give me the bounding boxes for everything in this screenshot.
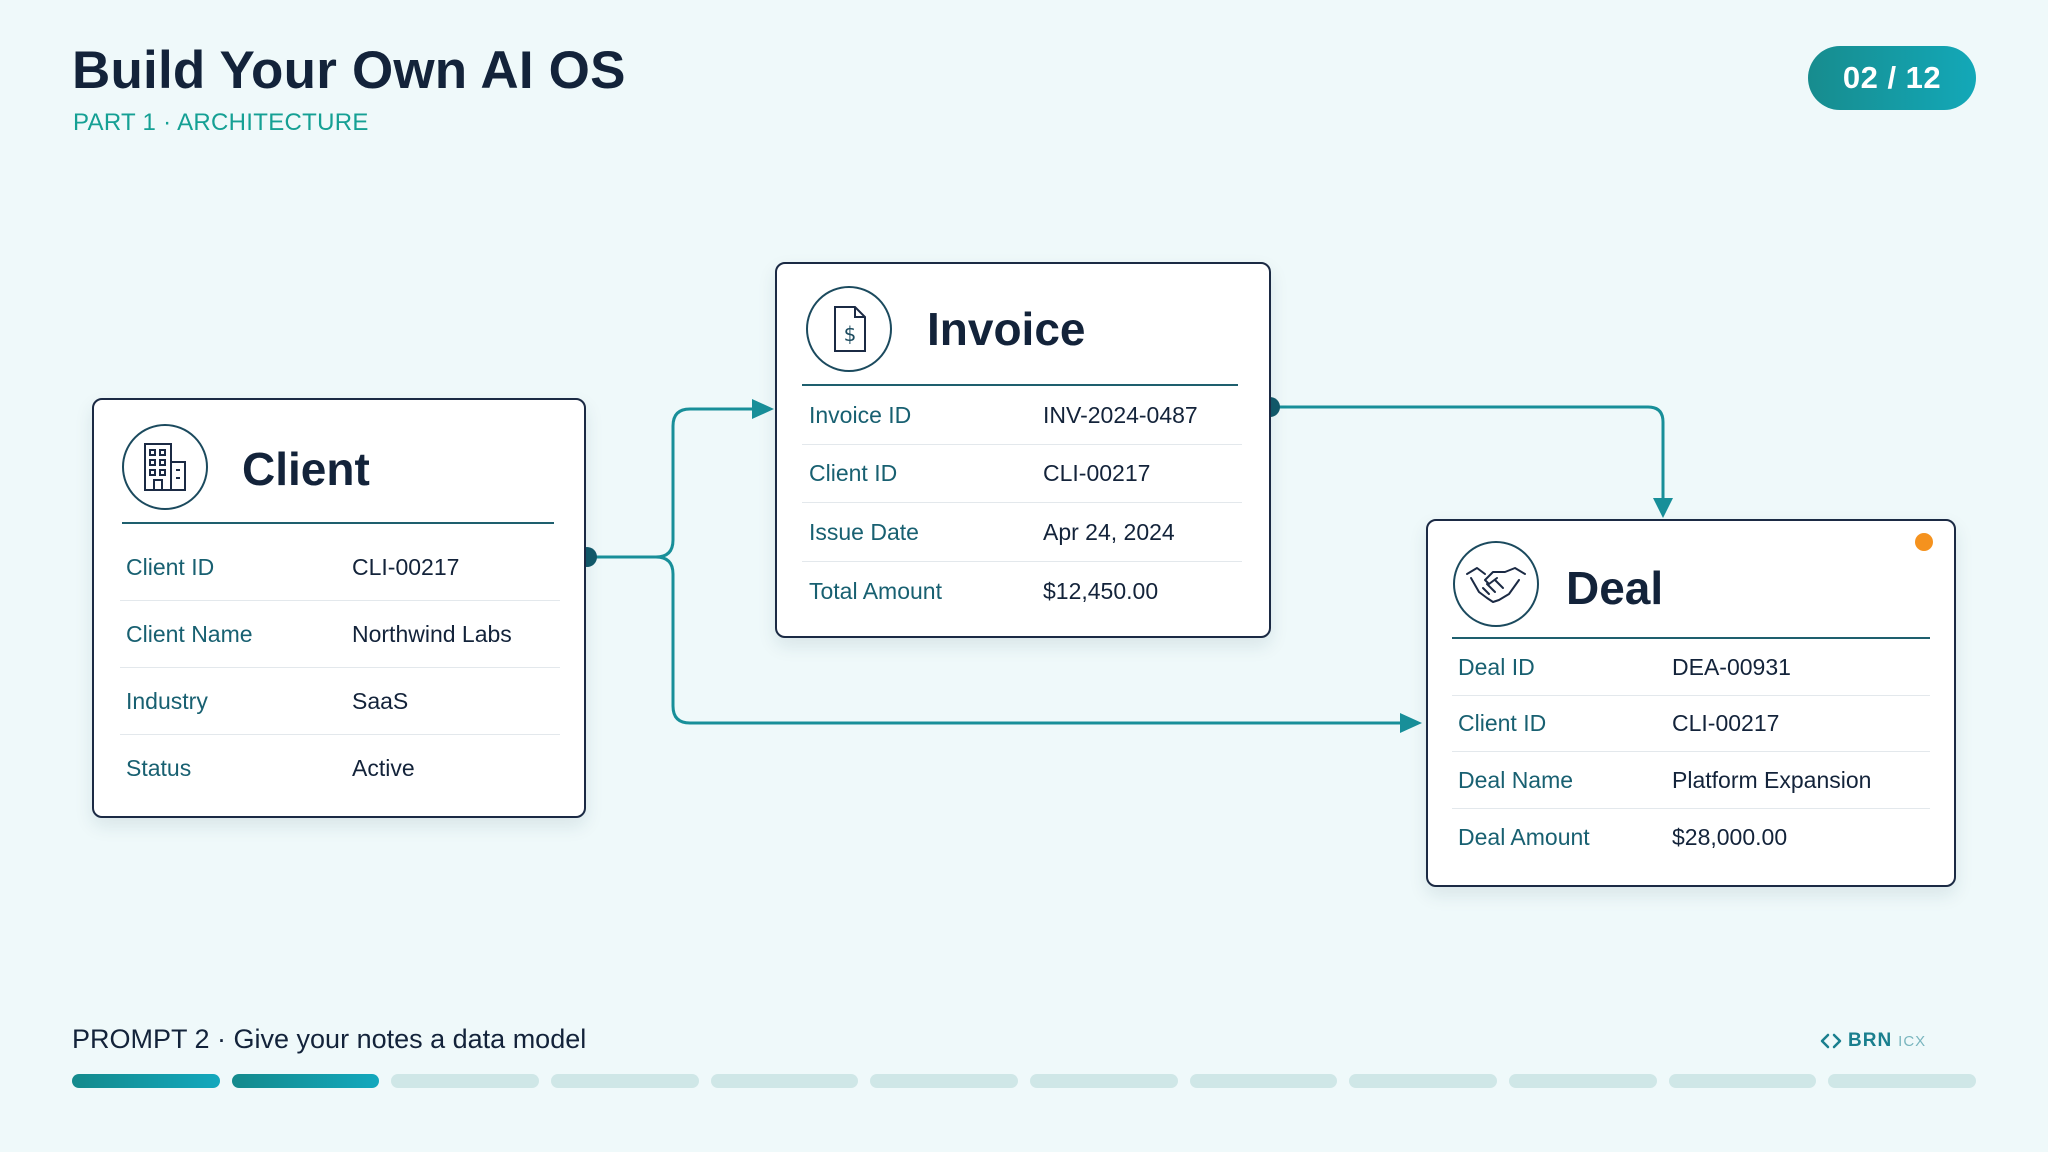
page-title: Build Your Own AI OS bbox=[72, 41, 626, 100]
row-value: Northwind Labs bbox=[352, 620, 512, 647]
progress-segment bbox=[72, 1074, 220, 1088]
row-label: Client ID bbox=[1458, 710, 1547, 736]
building-icon bbox=[122, 424, 208, 510]
row-label: Industry bbox=[126, 687, 208, 714]
row-value: $28,000.00 bbox=[1672, 823, 1788, 850]
row-label: Status bbox=[126, 754, 192, 781]
progress-segment bbox=[1668, 1074, 1817, 1088]
invoice-card-divider bbox=[802, 384, 1238, 386]
page-indicator-badge: 02 / 12 bbox=[1808, 46, 1976, 110]
progress-segment bbox=[1828, 1074, 1977, 1088]
progress-segment bbox=[1509, 1074, 1657, 1088]
page-subtitle: PART 1 · ARCHITECTURE bbox=[73, 109, 369, 136]
row-label: Invoice ID bbox=[809, 401, 912, 428]
row-value: CLI-00217 bbox=[352, 553, 460, 580]
invoice-dollar-icon: $ bbox=[806, 286, 892, 372]
row-value: $12,450.00 bbox=[1043, 577, 1159, 604]
row-value: SaaS bbox=[352, 687, 409, 714]
progress-segment bbox=[1030, 1074, 1178, 1088]
row-label: Issue Date bbox=[809, 518, 919, 545]
arrowhead-deal-top bbox=[1653, 498, 1673, 518]
row-label: Deal Name bbox=[1458, 766, 1574, 793]
client-row: Client ID CLI-00217 bbox=[120, 534, 560, 601]
client-row: Client Name Northwind Labs bbox=[120, 601, 560, 668]
brand-suffix: ICX bbox=[1898, 1032, 1927, 1050]
invoice-row: Issue Date Apr 24, 2024 bbox=[802, 503, 1242, 562]
deal-row: Deal Amount $28,000.00 bbox=[1452, 809, 1930, 865]
invoice-card[interactable]: $ Invoice Invoice ID INV-2024-0487 Clien… bbox=[775, 262, 1271, 638]
invoice-row: Invoice ID INV-2024-0487 bbox=[802, 386, 1242, 445]
prompt-label: PROMPT 2 · Give your notes a data model bbox=[72, 1024, 587, 1054]
brand-logo: BRN ICX bbox=[1820, 1030, 1926, 1052]
handshake-icon bbox=[1453, 541, 1539, 627]
connector-client-invoice bbox=[587, 407, 762, 559]
client-card[interactable]: Client Client ID CLI-00217 Client Name N… bbox=[92, 398, 586, 818]
client-card-title: Client bbox=[242, 443, 370, 495]
deal-row: Deal ID DEA-00931 bbox=[1452, 639, 1930, 696]
client-card-divider bbox=[122, 522, 554, 524]
progress-segment bbox=[231, 1074, 380, 1088]
row-value: CLI-00217 bbox=[1672, 710, 1780, 736]
deal-card[interactable]: Deal Deal ID DEA-00931 Client ID CLI-002… bbox=[1426, 519, 1956, 887]
row-value: Platform Expansion bbox=[1672, 766, 1872, 793]
client-row: Status Active bbox=[120, 735, 560, 801]
row-value: Apr 24, 2024 bbox=[1043, 518, 1175, 545]
deal-row: Deal Name Platform Expansion bbox=[1452, 752, 1930, 809]
row-label: Total Amount bbox=[809, 577, 942, 604]
connector-invoice-deal bbox=[1270, 405, 1665, 500]
progress-segment bbox=[1189, 1074, 1338, 1088]
row-value: INV-2024-0487 bbox=[1043, 401, 1198, 428]
arrowhead-invoice bbox=[752, 399, 774, 419]
deal-card-title: Deal bbox=[1566, 562, 1664, 614]
deal-row: Client ID CLI-00217 bbox=[1452, 696, 1930, 752]
status-dot bbox=[1915, 533, 1933, 551]
row-value: CLI-00217 bbox=[1043, 460, 1151, 486]
row-value: DEA-00931 bbox=[1672, 653, 1791, 680]
arrowhead-deal-left bbox=[1400, 713, 1422, 733]
client-row: Industry SaaS bbox=[120, 668, 560, 735]
progress-segment bbox=[551, 1074, 699, 1088]
progress-segment bbox=[710, 1074, 859, 1088]
row-value: Active bbox=[352, 754, 415, 781]
invoice-row: Total Amount $12,450.00 bbox=[802, 562, 1242, 620]
progress-segment bbox=[870, 1074, 1019, 1088]
deal-card-divider bbox=[1452, 637, 1930, 639]
progress-segment bbox=[391, 1074, 540, 1088]
progress-segment bbox=[1349, 1074, 1498, 1088]
invoice-row: Client ID CLI-00217 bbox=[802, 445, 1242, 503]
row-label: Client Name bbox=[126, 620, 253, 647]
invoice-card-title: Invoice bbox=[927, 303, 1086, 355]
brand-name: BRN bbox=[1848, 1030, 1893, 1051]
progress-bar bbox=[72, 1074, 1977, 1088]
code-brackets-icon bbox=[1820, 1033, 1842, 1049]
row-label: Deal ID bbox=[1458, 653, 1535, 680]
svg-text:$: $ bbox=[844, 322, 857, 346]
row-label: Client ID bbox=[809, 460, 898, 486]
connector-client-deal bbox=[655, 555, 1410, 725]
row-label: Client ID bbox=[126, 553, 215, 580]
row-label: Deal Amount bbox=[1458, 823, 1590, 850]
